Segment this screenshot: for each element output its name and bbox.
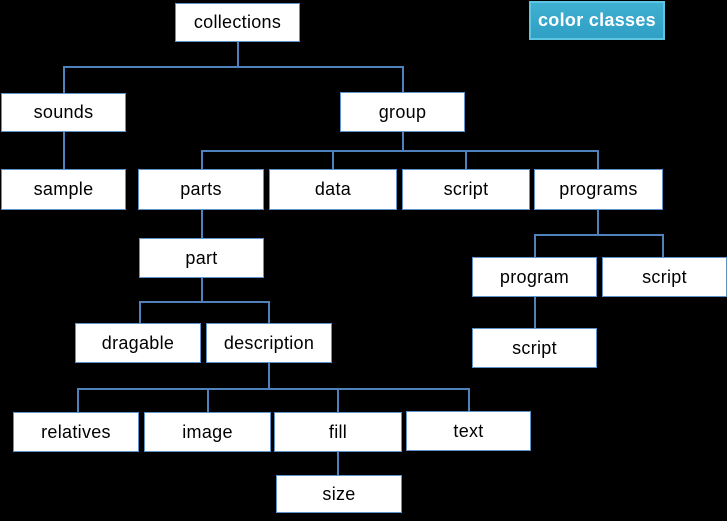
node-size: size <box>276 475 402 513</box>
connector-line <box>139 301 270 303</box>
node-programs: programs <box>534 169 663 210</box>
connector-line <box>77 388 79 412</box>
connector-line <box>402 66 404 92</box>
node-fill: fill <box>274 412 402 452</box>
connector-line <box>201 150 599 152</box>
node-sounds: sounds <box>1 93 126 132</box>
node-parts: parts <box>138 169 264 210</box>
node-script-programs: script <box>602 257 727 297</box>
connector-line <box>63 66 404 68</box>
connector-line <box>207 388 209 412</box>
node-sample: sample <box>1 169 126 210</box>
connector-line <box>597 150 599 169</box>
node-data: data <box>269 169 397 210</box>
node-relatives: relatives <box>13 412 139 452</box>
node-script-group: script <box>402 169 530 210</box>
connector-line <box>237 41 239 67</box>
connector-line <box>332 150 334 169</box>
node-program: program <box>472 257 597 297</box>
connector-line <box>268 363 270 390</box>
connector-line <box>63 132 65 169</box>
connector-line <box>597 209 599 235</box>
connector-line <box>201 278 203 303</box>
color-classes-legend: color classes <box>529 1 665 40</box>
node-collections: collections <box>175 3 300 42</box>
connector-line <box>63 66 65 93</box>
connector-line <box>77 388 469 390</box>
connector-line <box>268 301 270 323</box>
connector-line <box>662 234 664 257</box>
node-script-program: script <box>472 328 597 368</box>
connector-line <box>139 301 141 323</box>
connector-line <box>468 388 470 411</box>
node-description: description <box>206 323 332 363</box>
connector-line <box>201 210 203 238</box>
node-part: part <box>139 238 264 278</box>
node-image: image <box>144 412 271 452</box>
node-dragable: dragable <box>75 323 201 363</box>
node-group: group <box>340 92 465 132</box>
connector-line <box>534 234 536 257</box>
connector-line <box>534 234 664 236</box>
connector-line <box>201 150 203 169</box>
connector-line <box>337 388 339 412</box>
connector-line <box>402 132 404 151</box>
connector-line <box>337 452 339 475</box>
connector-line <box>534 297 536 328</box>
connector-line <box>465 150 467 169</box>
node-text: text <box>406 411 531 451</box>
